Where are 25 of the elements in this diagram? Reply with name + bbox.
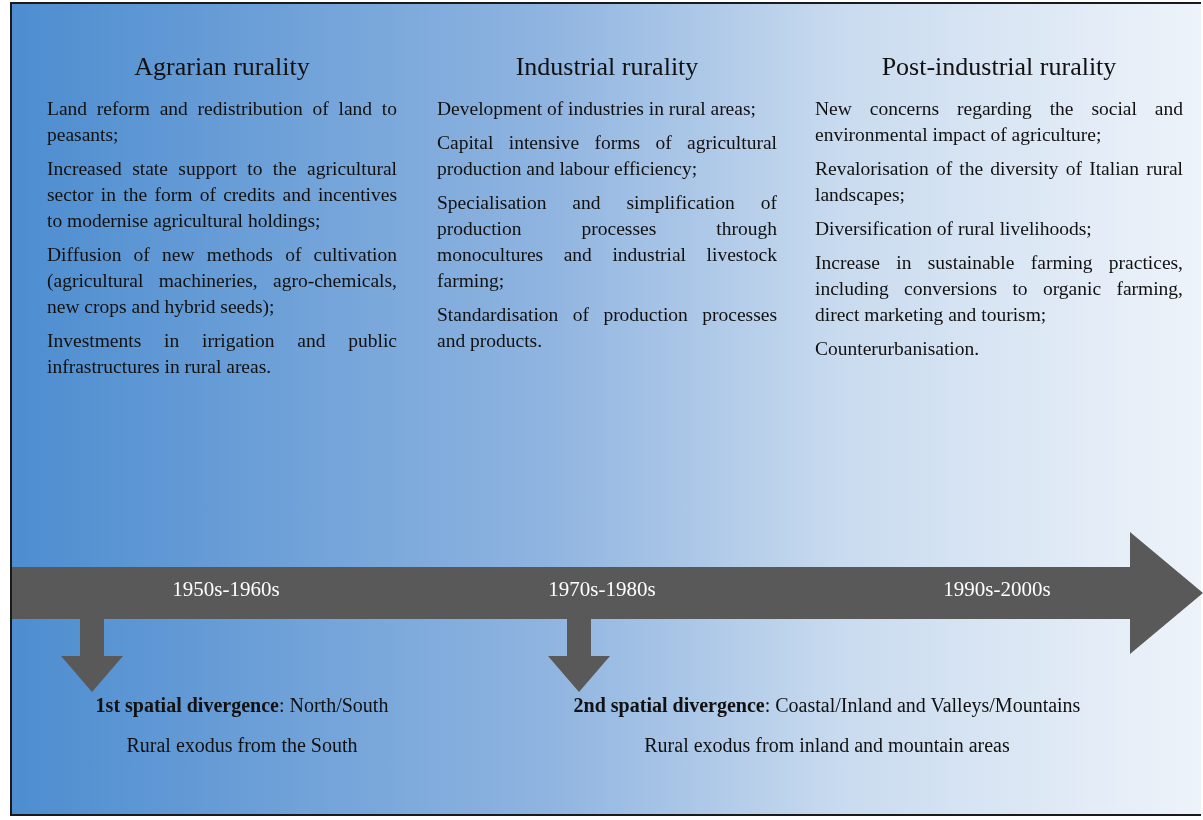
down-block-arrow: [61, 619, 123, 692]
divergence-heading: 1st spatial divergence: North/South: [94, 693, 390, 718]
bullet-text: Revalorisation of the diversity of Italian rural landscapes;: [815, 157, 1183, 207]
bullet-text: Standardisation of production processes and products.: [437, 303, 777, 353]
bullet-text: Diversification of rural livelihoods;: [815, 217, 1093, 241]
bullet-text: Increase in sustainable farming practices, including conversions to organic farming, direct marketing and tourism;: [815, 251, 1183, 327]
bullet-text: New concerns regarding the social and environmental impact of agriculture;: [815, 97, 1183, 147]
down-block-arrow: [548, 619, 610, 692]
divergence-note: Rural exodus from the South: [125, 733, 359, 758]
column-heading: Post-industrial rurality: [880, 52, 1118, 82]
divergence-heading: 2nd spatial divergence: Coastal/Inland and Valleys/Mountains: [572, 693, 1082, 718]
period-label: 1990s-2000s: [943, 577, 1051, 602]
bullet-text: Specialisation and simplification of production processes through monocultures and industrial livestock farming;: [437, 191, 777, 293]
period-label: 1970s-1980s: [548, 577, 656, 602]
bullet-text: Counterurbanisation.: [815, 337, 981, 361]
divergence-note: Rural exodus from inland and mountain areas: [643, 733, 1011, 758]
column-heading: Industrial rurality: [514, 52, 700, 82]
column-heading: Agrarian rurality: [133, 52, 311, 82]
period-label: 1950s-1960s: [172, 577, 280, 602]
bullet-text: Investments in irrigation and public infrastructures in rural areas.: [47, 329, 397, 379]
bullet-text: Land reform and redistribution of land to peasants;: [47, 97, 397, 147]
bullet-text: Diffusion of new methods of cultivation (agricultural machineries, agro-chemicals, new crops and hybrid seeds);: [47, 243, 397, 319]
bullet-text: Increased state support to the agricultural sector in the form of credits and incentives to modernise agricultural holdings;: [47, 157, 397, 233]
bullet-text: Development of industries in rural areas;: [437, 97, 757, 121]
bullet-text: Capital intensive forms of agricultural production and labour efficiency;: [437, 131, 777, 181]
